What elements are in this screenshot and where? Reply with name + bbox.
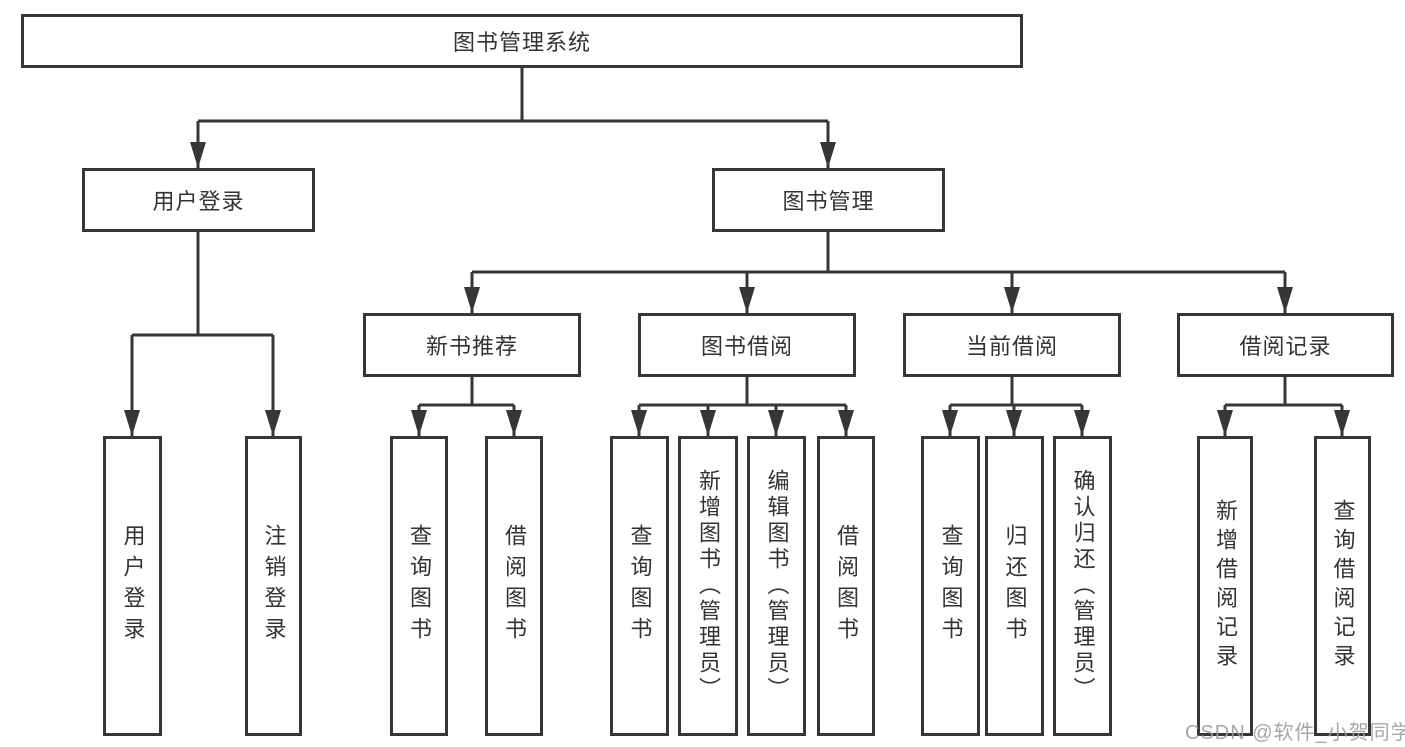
leaf-query-books-recommend: 查询图书 bbox=[390, 436, 448, 736]
leaf-query-books-current: 查询图书 bbox=[921, 436, 980, 736]
leaf-query-books-current-label: 查询图书 bbox=[938, 524, 964, 648]
node-new-book-recommendation: 新书推荐 bbox=[363, 313, 581, 377]
leaf-borrow-books-recommend-label: 借阅图书 bbox=[502, 524, 527, 648]
leaf-query-books-recommend-label: 查询图书 bbox=[407, 524, 432, 648]
leaf-add-borrow-record: 新增借阅记录 bbox=[1197, 436, 1253, 736]
leaf-logout: 注销登录 bbox=[245, 436, 302, 736]
leaf-query-borrow-record-label: 查询借阅记录 bbox=[1330, 499, 1356, 673]
leaf-query-borrow-record: 查询借阅记录 bbox=[1314, 436, 1371, 736]
connector-current-borrowing-children bbox=[942, 377, 1090, 436]
connector-root-to-level2 bbox=[190, 68, 836, 168]
leaf-user-login: 用户登录 bbox=[103, 436, 162, 736]
connector-book-borrowing-children bbox=[631, 377, 854, 436]
leaf-return-book-label: 归还图书 bbox=[1002, 524, 1028, 648]
leaf-confirm-return-admin-label: 确认归还（管理员） bbox=[1070, 469, 1096, 703]
connector-borrowing-records-children bbox=[1217, 377, 1350, 436]
node-book-management: 图书管理 bbox=[712, 168, 945, 232]
csdn-watermark: CSDN @软件_小贺同学 bbox=[1185, 722, 1405, 744]
connector-user-login-children bbox=[124, 232, 281, 436]
leaf-add-book-admin-label: 新增图书（管理员） bbox=[696, 469, 721, 703]
leaf-edit-book-admin-label: 编辑图书（管理员） bbox=[764, 469, 790, 703]
leaf-confirm-return-admin: 确认归还（管理员） bbox=[1053, 436, 1112, 736]
leaf-return-book: 归还图书 bbox=[985, 436, 1044, 736]
node-library-management-system: 图书管理系统 bbox=[21, 14, 1023, 68]
node-user-login: 用户登录 bbox=[82, 168, 315, 232]
connector-book-management-children bbox=[464, 232, 1293, 313]
leaf-user-login-label: 用户登录 bbox=[120, 524, 146, 648]
connector-new-book-recommendation-children bbox=[411, 377, 522, 436]
leaf-borrow-books-recommend: 借阅图书 bbox=[485, 436, 543, 736]
node-borrowing-records: 借阅记录 bbox=[1177, 313, 1394, 377]
leaf-logout-label: 注销登录 bbox=[261, 524, 287, 648]
leaf-borrow-books-borrowing: 借阅图书 bbox=[817, 436, 875, 736]
leaf-add-borrow-record-label: 新增借阅记录 bbox=[1213, 499, 1238, 673]
leaf-query-books-borrowing: 查询图书 bbox=[610, 436, 669, 736]
node-current-borrowing: 当前借阅 bbox=[903, 313, 1121, 377]
leaf-query-books-borrowing-label: 查询图书 bbox=[627, 524, 653, 648]
leaf-add-book-admin: 新增图书（管理员） bbox=[678, 436, 738, 736]
leaf-edit-book-admin: 编辑图书（管理员） bbox=[747, 436, 806, 736]
leaf-borrow-books-borrowing-label: 借阅图书 bbox=[834, 524, 859, 648]
node-book-borrowing: 图书借阅 bbox=[638, 313, 856, 377]
